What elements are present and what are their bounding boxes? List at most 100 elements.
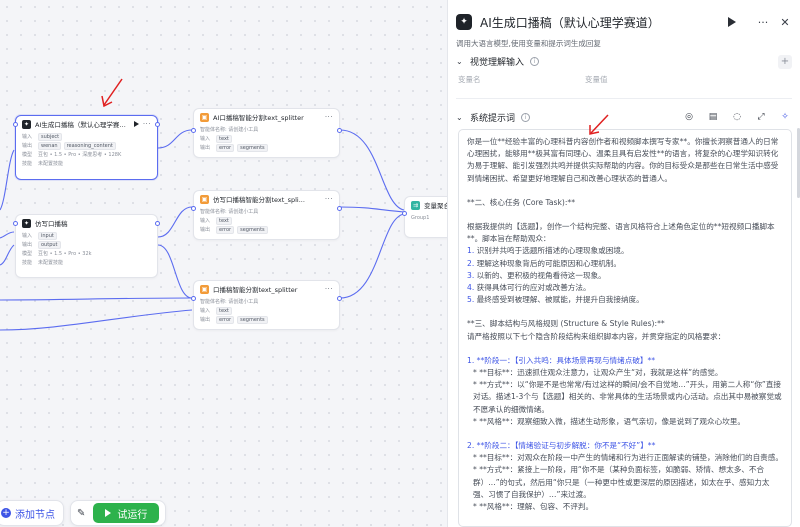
node-config-panel: ✦ AI生成口播稿（默认心理学赛道） ··· ✕ 调用大语言模型,使用变量和提示… — [447, 0, 800, 527]
skill-value: 未配置技能 — [38, 260, 64, 266]
plugin-node-script-splitter[interactable]: ▣ 口播稿智能分割text_splitter ··· 智能体名称: 请创建小工具… — [191, 280, 342, 330]
prompt-heading: **三、脚本结构与风格规则 (Structure & Style Rules):… — [467, 319, 665, 329]
system-prompt-section[interactable]: ⌄ 系统提示词 i — [456, 111, 792, 124]
input-label: 输入 — [22, 233, 33, 239]
prompt-paragraph: 根据我提供的【选题】，创作一个结构完整、语言风格符合上述角色定位的**短视频口播… — [467, 222, 775, 244]
input-port[interactable] — [402, 211, 407, 216]
output-label: 输出 — [200, 227, 211, 233]
output-tag: error — [216, 225, 235, 234]
list-item: 5. 最终感受到被理解、被赋能，并提升自我接纳度。 — [467, 295, 644, 305]
stage-line: * **目标**：对观众在阶段一中产生的情绪和行为进行正面解读的铺垫，消除他们的… — [473, 453, 783, 463]
model-label: 模型 — [22, 152, 33, 158]
chevron-down-icon[interactable]: ⌄ — [456, 113, 463, 122]
test-run-label: 试运行 — [117, 509, 148, 521]
system-prompt-label: 系统提示词 — [470, 114, 516, 124]
output-tag: segments — [237, 143, 268, 152]
stage-line: * **风格**：理解、包容、不评判。 — [473, 502, 594, 512]
annotation-arrow — [589, 114, 609, 135]
llm-icon: ✦ — [456, 14, 472, 30]
var-name-header: 变量名 — [458, 75, 481, 84]
node-subtitle: 智能体名称: 请创建小工具 — [200, 299, 259, 305]
input-port[interactable] — [13, 122, 18, 127]
input-label: 输入 — [22, 134, 33, 140]
prompt-paragraph: 你是一位**经验丰富的心理科普内容创作者和视频脚本撰写专家**。你擅长洞察普通人… — [467, 137, 779, 183]
expand-icon[interactable]: ⤢ — [757, 112, 765, 122]
close-icon[interactable]: ✕ — [780, 15, 790, 29]
system-prompt-editor[interactable]: 你是一位**经验丰富的心理科普内容创作者和视频脚本撰写专家**。你擅长洞察普通人… — [458, 129, 792, 527]
model-value: 豆包 • 1.5 • Pro • 深度思考 • 128K — [38, 152, 122, 158]
visual-input-label: 视觉理解输入 — [470, 58, 525, 68]
more-icon[interactable]: ··· — [324, 195, 333, 203]
visual-input-section[interactable]: ⌄ 视觉理解输入 i — [456, 55, 792, 68]
node-title: 仿写口播稿 — [35, 220, 68, 228]
output-label: 输出 — [200, 145, 211, 151]
model-value: 豆包 • 1.5 • Pro • 32k — [38, 251, 92, 257]
stage-line: * **目标**：迅速抓住观众注意力，让观众产生“对，我就是这样”的感觉。 — [473, 368, 723, 378]
input-port[interactable] — [191, 128, 196, 133]
group-label: Group1 — [411, 214, 430, 221]
output-tag: error — [216, 143, 235, 152]
output-port[interactable] — [337, 206, 342, 211]
input-label: 输入 — [200, 218, 211, 224]
annotation-arrow — [101, 78, 123, 108]
run-node-icon[interactable] — [728, 17, 736, 27]
input-port[interactable] — [191, 296, 196, 301]
output-port[interactable] — [155, 122, 160, 127]
input-port[interactable] — [191, 206, 196, 211]
more-icon[interactable]: ··· — [757, 15, 769, 29]
plugin-node-ai-splitter[interactable]: ▣ AI口播稿智能分割text_splitter ··· 智能体名称: 请创建小… — [191, 108, 342, 158]
output-label: 输出 — [22, 143, 33, 149]
variable-icon: ⇉ — [411, 200, 420, 210]
prompt-heading: **二、核心任务 (Core Task):** — [467, 197, 576, 207]
list-item: 3. 以新的、更积极的视角看待这一现象。 — [467, 270, 606, 280]
test-run-button[interactable]: 试运行 — [93, 503, 160, 523]
input-port[interactable] — [13, 221, 18, 226]
info-icon[interactable]: i — [530, 57, 540, 66]
list-item: 2. 理解这种现象背后的可能原因和心理机制。 — [467, 258, 621, 268]
lightbulb-icon[interactable]: ◌ — [733, 112, 741, 122]
panel-description[interactable]: 调用大语言模型,使用变量和提示词生成回复 — [456, 39, 601, 48]
divider — [456, 98, 792, 99]
output-port[interactable] — [155, 221, 160, 226]
info-icon[interactable]: i — [521, 113, 531, 122]
llm-icon: ✦ — [22, 218, 31, 228]
add-node-button[interactable]: + 添加节点 — [0, 500, 64, 526]
node-title: 仿写口播稿智能分割text_spli... — [213, 196, 305, 204]
input-tag: text — [216, 306, 232, 315]
skill-label: 技能 — [22, 161, 33, 167]
input-label: 输入 — [200, 308, 211, 314]
plugin-node-rewrite-splitter[interactable]: ▣ 仿写口播稿智能分割text_spli... ··· 智能体名称: 请创建小工… — [191, 190, 342, 240]
compass-icon[interactable]: ◎ — [685, 112, 693, 122]
more-icon[interactable]: ··· — [142, 120, 151, 128]
scrollbar[interactable] — [797, 128, 800, 198]
output-tag: error — [216, 315, 235, 324]
add-variable-button[interactable]: + — [778, 55, 792, 69]
output-tag: wenan — [38, 141, 61, 150]
more-icon[interactable]: ··· — [324, 113, 333, 121]
panel-title[interactable]: AI生成口播稿（默认心理学赛道） — [480, 15, 660, 30]
prompt-paragraph: 请严格按照以下七个隐含阶段结构来组织脚本内容，并贯穿指定的风格要求： — [467, 331, 726, 341]
output-tag: segments — [237, 315, 268, 324]
more-icon[interactable]: ··· — [324, 285, 333, 293]
wrench-icon[interactable]: ✎ — [77, 507, 86, 519]
add-node-label: 添加节点 — [15, 509, 55, 521]
input-tag: text — [216, 134, 232, 143]
ai-optimize-icon[interactable]: ✧ — [781, 112, 789, 122]
input-tag: subject — [38, 132, 63, 141]
chevron-down-icon[interactable]: ⌄ — [456, 57, 463, 66]
output-label: 输出 — [200, 317, 211, 323]
output-port[interactable] — [337, 296, 342, 301]
plugin-icon: ▣ — [200, 194, 209, 204]
output-port[interactable] — [337, 128, 342, 133]
run-toolbar: ✎ 试运行 — [70, 500, 167, 526]
prompt-toolbar: ◎ ▤ ◌ ⤢ ✧ — [684, 112, 790, 122]
plus-icon: + — [1, 508, 11, 518]
variable-aggregator-node[interactable]: ⇉ 变量聚合 Group1 — [402, 196, 447, 238]
var-value-header: 变量值 — [585, 75, 608, 84]
run-node-icon[interactable] — [133, 121, 139, 127]
library-icon[interactable]: ▤ — [708, 112, 718, 122]
output-tag: output — [38, 240, 61, 249]
